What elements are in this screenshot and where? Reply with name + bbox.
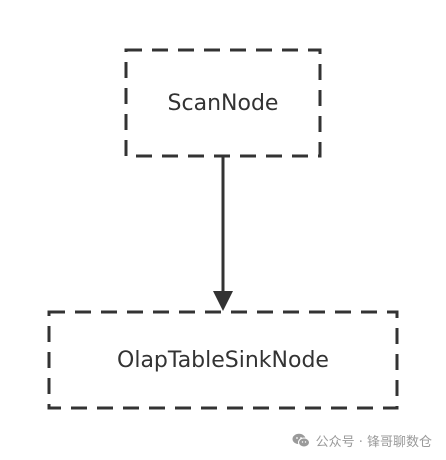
arrowhead-icon — [213, 291, 233, 311]
watermark: 公众号 · 锋哥聊数仓 — [292, 431, 432, 450]
sink-node-box — [47, 310, 399, 410]
scan-node-box — [124, 48, 322, 158]
scan-node-label: ScanNode — [167, 90, 279, 116]
sink-node-label: OlapTableSinkNode — [117, 347, 329, 373]
wechat-icon — [292, 433, 310, 448]
watermark-text: 公众号 · 锋哥聊数仓 — [315, 435, 432, 450]
